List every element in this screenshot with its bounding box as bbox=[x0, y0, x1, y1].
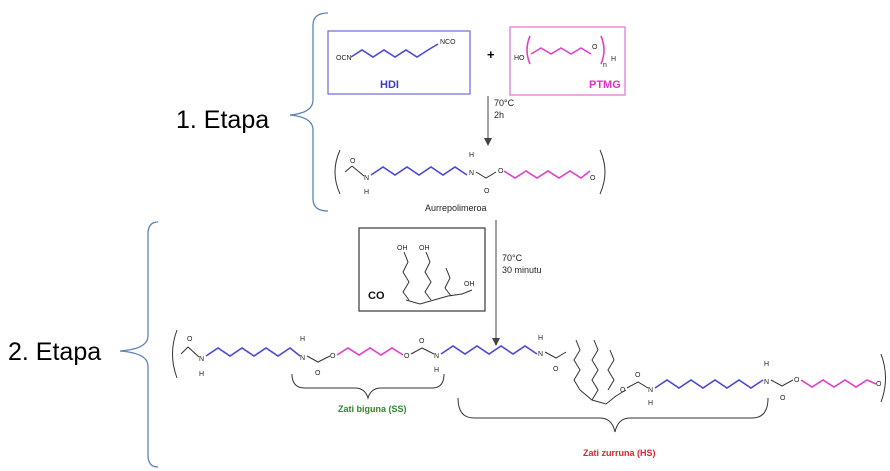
final-o-atom-10: O bbox=[794, 377, 800, 384]
castor-oil-label: CO bbox=[368, 290, 385, 302]
final-o-atom-1: O bbox=[187, 336, 193, 343]
final-n-atom-2: N bbox=[300, 355, 305, 362]
stage-2-label: 2. Etapa bbox=[8, 338, 101, 366]
ptmg-subscript-n: n bbox=[603, 62, 607, 69]
castor-oil-oh-1: OH bbox=[397, 245, 408, 252]
final-o-atom-9: O bbox=[780, 395, 786, 402]
prepolymer-ptmg-chain bbox=[503, 170, 591, 179]
plus-sign: + bbox=[487, 47, 495, 62]
prepolymer-h-atom-2: H bbox=[469, 152, 474, 159]
hard-segment-brace bbox=[457, 397, 769, 433]
final-h-atom-5: H bbox=[648, 400, 653, 407]
soft-segment-label: Zati biguna (SS) bbox=[338, 404, 407, 414]
final-h-atom-3: H bbox=[434, 367, 439, 374]
final-o-atom-2: O bbox=[315, 370, 321, 377]
reaction-2-time: 30 minutu bbox=[502, 265, 542, 275]
prepolymer-urethane-bonds bbox=[475, 171, 497, 179]
stage-1-brace bbox=[289, 12, 329, 212]
castor-oil-chain-3 bbox=[444, 267, 452, 297]
stage-1-label: 1. Etapa bbox=[176, 106, 269, 134]
prepolymer-o-atom-3: O bbox=[498, 168, 504, 175]
castor-oil-oh-2: OH bbox=[419, 245, 430, 252]
soft-segment-brace bbox=[291, 373, 445, 400]
final-h-atom-6: H bbox=[764, 361, 769, 368]
prepolymer-end-bond bbox=[344, 165, 353, 173]
final-o-atom-6: O bbox=[553, 366, 559, 373]
prepolymer-hdi-chain bbox=[370, 166, 468, 176]
hard-segment-label: Zati zurruna (HS) bbox=[583, 448, 656, 458]
final-cn-bonds-1 bbox=[180, 346, 200, 358]
final-castor-backbone bbox=[579, 389, 627, 405]
final-castor-chain-1 bbox=[573, 339, 581, 391]
stage-2-brace bbox=[119, 221, 159, 468]
castor-oil-backbone bbox=[405, 289, 473, 305]
final-ptmg-chain-2 bbox=[800, 379, 877, 388]
final-h-atom-4: H bbox=[538, 335, 543, 342]
final-n-atom-3: N bbox=[434, 353, 439, 360]
final-h-atom-1: H bbox=[199, 371, 204, 378]
final-h-atom-2: H bbox=[300, 336, 305, 343]
final-hdi-chain-2 bbox=[440, 345, 538, 355]
reaction-1-temperature: 70°C bbox=[494, 98, 515, 108]
final-urethane-bonds-3 bbox=[544, 351, 567, 359]
prepolymer-h-atom-1: H bbox=[364, 189, 369, 196]
prepolymer-cn-bond-1 bbox=[351, 165, 365, 177]
final-ptmg-chain-1 bbox=[336, 347, 404, 356]
final-n-atom-1: N bbox=[199, 356, 204, 363]
final-urethane-bonds-4 bbox=[626, 381, 649, 389]
final-o-atom-7: O bbox=[620, 387, 626, 394]
ptmg-label: PTMG bbox=[589, 79, 621, 91]
hdi-nco-group: NCO bbox=[440, 39, 456, 46]
ptmg-box bbox=[509, 26, 626, 96]
final-hdi-chain-1 bbox=[205, 347, 301, 357]
ptmg-o-atom: O bbox=[592, 44, 598, 51]
final-urethane-bonds-1 bbox=[306, 355, 331, 363]
hdi-chain bbox=[350, 43, 439, 58]
reaction-2-temperature: 70°C bbox=[502, 253, 523, 263]
castor-oil-oh-3: OH bbox=[464, 281, 475, 288]
final-urethane-bonds-2 bbox=[410, 347, 435, 355]
ptmg-ho-group: HO bbox=[514, 55, 525, 62]
prepolymer-o-atom-1: O bbox=[350, 158, 356, 165]
prepolymer-label: Aurrepolimeroa bbox=[425, 203, 487, 213]
prepolymer-n-atom-1: N bbox=[364, 175, 369, 182]
final-o-atom-5: O bbox=[419, 338, 425, 345]
final-n-atom-4: N bbox=[538, 351, 543, 358]
hdi-box bbox=[327, 30, 471, 95]
reaction-1-arrowhead bbox=[484, 138, 492, 146]
final-o-atom-4: O bbox=[404, 353, 410, 360]
prepolymer-right-paren bbox=[599, 149, 606, 195]
final-right-paren bbox=[880, 353, 886, 403]
castor-oil-box bbox=[358, 227, 486, 312]
final-o-atom-8: O bbox=[635, 372, 641, 379]
final-n-atom-6: N bbox=[764, 379, 769, 386]
hdi-ocn-group: OCN bbox=[336, 55, 352, 62]
reaction-1-time: 2h bbox=[494, 110, 504, 120]
final-o-atom-11: O bbox=[876, 381, 882, 388]
ptmg-right-bracket bbox=[600, 35, 605, 65]
prepolymer-o-atom-4: O bbox=[590, 175, 596, 182]
castor-oil-chain-1 bbox=[402, 251, 410, 301]
castor-oil-chain-2 bbox=[424, 251, 432, 301]
final-left-paren bbox=[172, 329, 178, 379]
prepolymer-n-atom-2: N bbox=[469, 170, 474, 177]
ptmg-h-group: H bbox=[611, 56, 616, 63]
reaction-2-arrowhead bbox=[492, 338, 500, 346]
ptmg-chain bbox=[530, 47, 592, 55]
final-castor-chain-3 bbox=[607, 349, 615, 391]
final-urethane-bonds-5 bbox=[770, 379, 794, 387]
prepolymer-left-paren bbox=[334, 149, 341, 195]
hdi-label: HDI bbox=[380, 79, 399, 91]
ptmg-left-bracket bbox=[526, 35, 531, 65]
final-castor-chain-2 bbox=[591, 339, 599, 401]
final-n-atom-5: N bbox=[648, 387, 653, 394]
final-o-atom-3: O bbox=[330, 353, 336, 360]
final-hdi-chain-3 bbox=[654, 379, 764, 389]
prepolymer-o-atom-2: O bbox=[484, 188, 490, 195]
